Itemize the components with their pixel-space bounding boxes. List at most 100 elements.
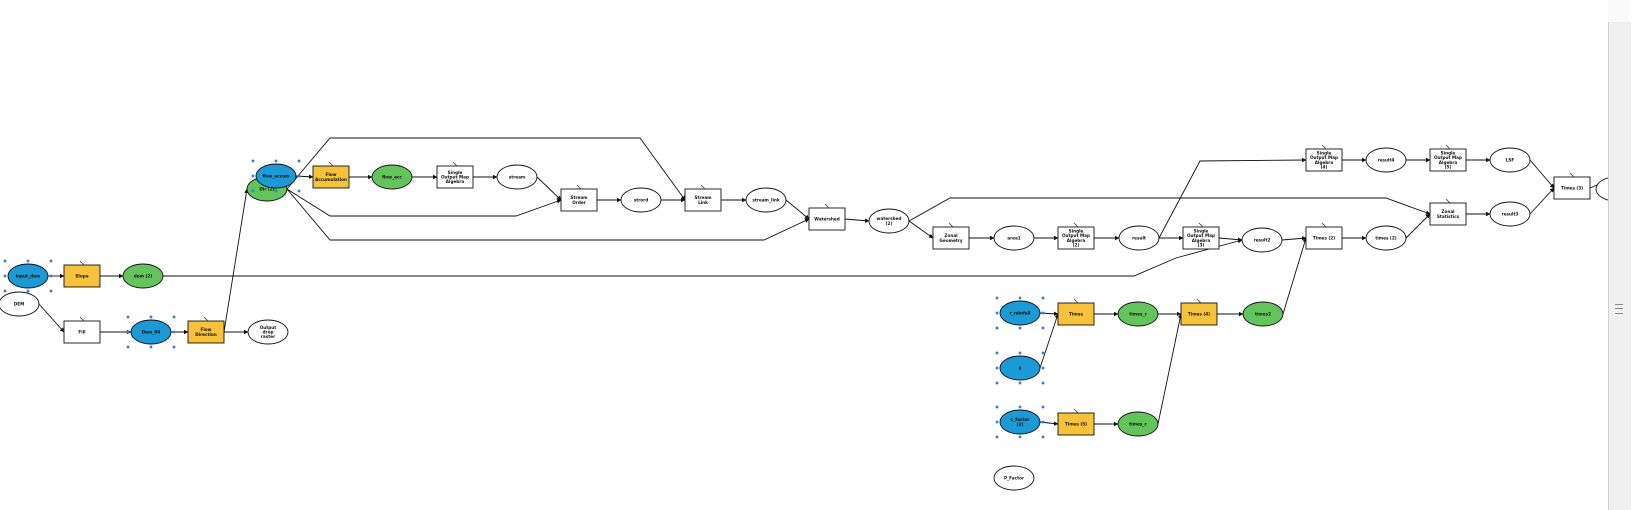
selection-handle[interactable] — [1041, 366, 1045, 370]
tool-box[interactable] — [684, 188, 722, 212]
selection-handle[interactable] — [995, 351, 999, 355]
data-ellipse[interactable] — [1365, 225, 1407, 251]
model-node-n6[interactable]: Dem_fill — [126, 315, 176, 349]
connector-n9-n19[interactable] — [286, 188, 810, 241]
connector-n45-n40[interactable] — [1157, 313, 1183, 425]
model-node-n24[interactable]: result — [1118, 225, 1160, 251]
tool-box[interactable] — [1057, 412, 1095, 436]
connector-n41-n27[interactable] — [1282, 237, 1307, 315]
data-ellipse[interactable] — [1489, 147, 1531, 173]
model-node-n39[interactable]: times_r — [1117, 301, 1159, 327]
data-ellipse[interactable] — [0, 291, 40, 317]
model-node-n42[interactable]: k — [995, 351, 1045, 385]
connector-n19-n20[interactable] — [844, 218, 870, 223]
selection-handle[interactable] — [26, 259, 30, 263]
data-ellipse[interactable] — [130, 319, 172, 345]
selection-handle[interactable] — [251, 174, 255, 178]
data-ellipse[interactable] — [1118, 225, 1160, 251]
data-ellipse[interactable] — [371, 164, 413, 190]
selection-handle[interactable] — [3, 274, 7, 278]
data-ellipse[interactable] — [1489, 201, 1531, 227]
connector-n28-n29[interactable] — [1405, 213, 1431, 239]
selection-handle[interactable] — [995, 366, 999, 370]
selection-handle[interactable] — [26, 289, 30, 293]
selection-handle[interactable] — [1041, 405, 1045, 409]
selection-handle[interactable] — [172, 330, 176, 334]
model-node-n46[interactable]: P_Factor — [993, 465, 1035, 491]
selection-handle[interactable] — [3, 259, 7, 263]
model-node-n27[interactable]: Times (2) — [1305, 222, 1343, 250]
data-ellipse[interactable] — [745, 187, 787, 213]
selection-handle[interactable] — [297, 159, 301, 163]
selection-handle[interactable] — [1018, 326, 1022, 330]
tool-box[interactable] — [932, 226, 970, 250]
tool-box[interactable] — [1429, 148, 1467, 172]
data-ellipse[interactable] — [993, 465, 1035, 491]
data-ellipse[interactable] — [1117, 301, 1159, 327]
selection-handle[interactable] — [49, 289, 53, 293]
model-node-n45[interactable]: times_c — [1117, 411, 1159, 437]
selection-handle[interactable] — [3, 289, 7, 293]
data-ellipse[interactable] — [7, 263, 49, 289]
tool-box[interactable] — [1429, 202, 1467, 226]
model-node-n34[interactable]: LSF — [1489, 147, 1531, 173]
selection-handle[interactable] — [126, 315, 130, 319]
selection-handle[interactable] — [297, 174, 301, 178]
connector-n4-n5[interactable] — [38, 303, 65, 333]
tool-box[interactable] — [1180, 302, 1218, 326]
connector-n34-n35[interactable] — [1529, 159, 1555, 189]
connector-n7-n9[interactable] — [223, 188, 249, 333]
selection-handle[interactable] — [274, 159, 278, 163]
selection-handle[interactable] — [995, 420, 999, 424]
model-node-n20[interactable]: watershed(2) — [868, 208, 910, 234]
connector-n20-n21[interactable] — [908, 220, 934, 239]
connector-n20-n29[interactable] — [908, 197, 1431, 222]
model-node-n14[interactable]: stream — [496, 164, 538, 190]
selection-handle[interactable] — [995, 435, 999, 439]
model-node-n35[interactable]: Times (3) — [1553, 172, 1591, 200]
connector-n9-n15[interactable] — [286, 188, 562, 217]
model-node-n44[interactable]: Times (5) — [1057, 408, 1095, 436]
selection-handle[interactable] — [1041, 435, 1045, 439]
data-ellipse[interactable] — [1117, 411, 1159, 437]
data-ellipse[interactable] — [496, 164, 538, 190]
connector-n26-n27[interactable] — [1281, 236, 1307, 241]
tool-box[interactable] — [1057, 226, 1095, 250]
selection-handle[interactable] — [251, 159, 255, 163]
selection-handle[interactable] — [149, 345, 153, 349]
selection-handle[interactable] — [251, 189, 255, 193]
data-ellipse[interactable] — [247, 319, 289, 345]
selection-handle[interactable] — [1041, 326, 1045, 330]
connector-n18-n19[interactable] — [785, 199, 810, 220]
data-ellipse[interactable] — [1241, 227, 1283, 253]
model-node-n30[interactable]: result3 — [1489, 201, 1531, 227]
selection-handle[interactable] — [1018, 405, 1022, 409]
tool-box[interactable] — [187, 320, 225, 344]
model-node-n36[interactable]: out — [1595, 177, 1608, 201]
data-ellipse[interactable] — [1595, 177, 1608, 201]
selection-handle[interactable] — [172, 345, 176, 349]
tool-box[interactable] — [560, 188, 598, 212]
data-ellipse[interactable] — [620, 187, 662, 213]
tool-box[interactable] — [808, 207, 846, 231]
model-node-n41[interactable]: times2 — [1242, 301, 1284, 327]
selection-handle[interactable] — [149, 315, 153, 319]
selection-handle[interactable] — [1041, 296, 1045, 300]
data-ellipse[interactable] — [999, 300, 1041, 326]
connector-n30-n35[interactable] — [1529, 187, 1555, 215]
connector-n42-n38[interactable] — [1039, 313, 1059, 369]
data-ellipse[interactable] — [999, 355, 1041, 381]
selection-handle[interactable] — [995, 311, 999, 315]
tool-box[interactable] — [312, 165, 350, 189]
selection-handle[interactable] — [1018, 351, 1022, 355]
data-ellipse[interactable] — [1365, 147, 1407, 173]
selection-handle[interactable] — [1041, 420, 1045, 424]
tool-box[interactable] — [63, 264, 101, 288]
model-node-n4[interactable]: DEM — [0, 291, 40, 317]
